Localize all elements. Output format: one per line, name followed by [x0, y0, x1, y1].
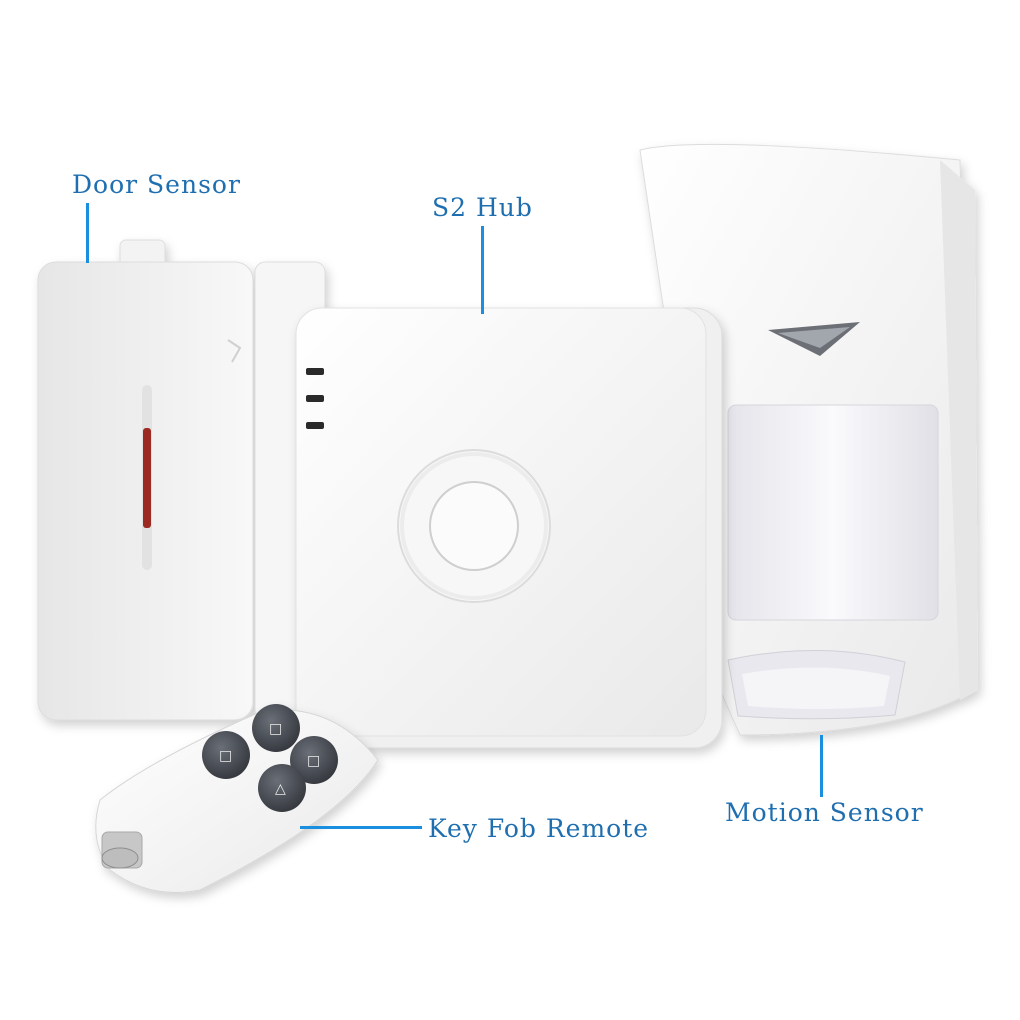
- svg-text:□: □: [219, 748, 232, 764]
- motion-sensor-device: [639, 143, 978, 736]
- motion-sensor-label: Motion Sensor: [725, 798, 924, 827]
- svg-text:△: △: [275, 781, 286, 797]
- door-sensor-device: [37, 239, 326, 721]
- door-sensor-leader: [86, 203, 89, 263]
- hub-label: S2 Hub: [432, 193, 533, 222]
- motion-sensor-leader: [820, 735, 823, 797]
- svg-text:□: □: [269, 721, 282, 737]
- door-sensor-label: Door Sensor: [72, 170, 241, 199]
- key-fob-leader: [300, 826, 422, 829]
- key-fob-device: □ □ □ △: [95, 704, 379, 893]
- hub-device: [295, 307, 723, 749]
- svg-text:□: □: [307, 753, 320, 769]
- key-fob-label: Key Fob Remote: [428, 814, 650, 843]
- hub-leader: [481, 226, 484, 314]
